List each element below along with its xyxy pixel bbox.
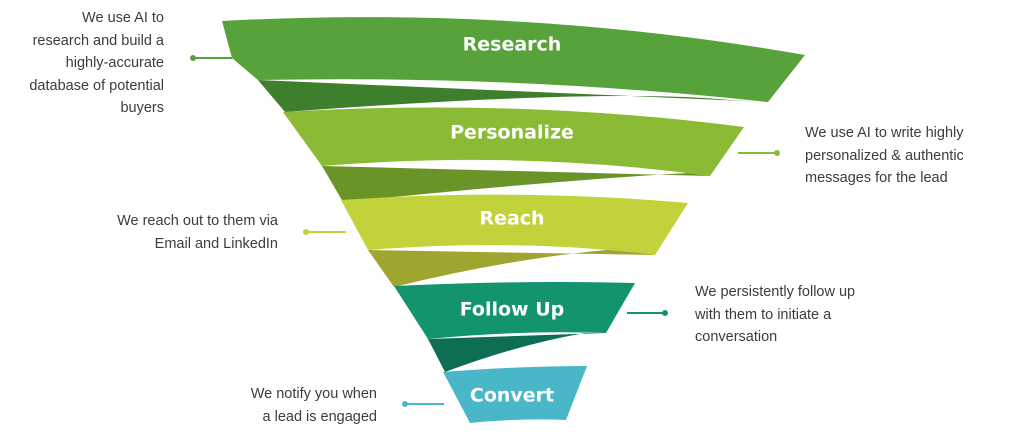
description-reach: We reach out to them via Email and Linke… bbox=[117, 213, 278, 252]
pointer-convert bbox=[402, 401, 444, 407]
funnel-stage-reach bbox=[341, 194, 688, 255]
pointer-follow-up bbox=[627, 310, 668, 316]
funnel-connector-4 bbox=[428, 333, 606, 372]
funnel-connector-2 bbox=[322, 166, 710, 202]
description-research: We use AI to research and build a highly… bbox=[29, 10, 164, 116]
pointer-personalize bbox=[738, 150, 780, 156]
stage-label-follow-up: Follow Up bbox=[460, 299, 565, 321]
funnel-connector-1 bbox=[258, 80, 768, 112]
pointer-reach bbox=[303, 229, 346, 235]
funnel-stage-research bbox=[222, 17, 805, 102]
stage-label-convert: Convert bbox=[470, 385, 554, 407]
stage-label-reach: Reach bbox=[479, 208, 544, 230]
description-personalize: We use AI to write highly personalized &… bbox=[805, 125, 964, 186]
funnel-stage-personalize bbox=[283, 107, 744, 176]
stage-label-research: Research bbox=[463, 34, 562, 56]
funnel-stage-convert bbox=[443, 366, 587, 423]
stage-label-personalize: Personalize bbox=[450, 122, 574, 144]
description-convert: We notify you when a lead is engaged bbox=[250, 386, 377, 425]
pointer-research bbox=[190, 55, 232, 61]
funnel-stage-follow-up bbox=[394, 282, 635, 339]
description-follow-up: We persistently follow up with them to i… bbox=[695, 284, 856, 345]
funnel-connector-3 bbox=[368, 248, 655, 287]
